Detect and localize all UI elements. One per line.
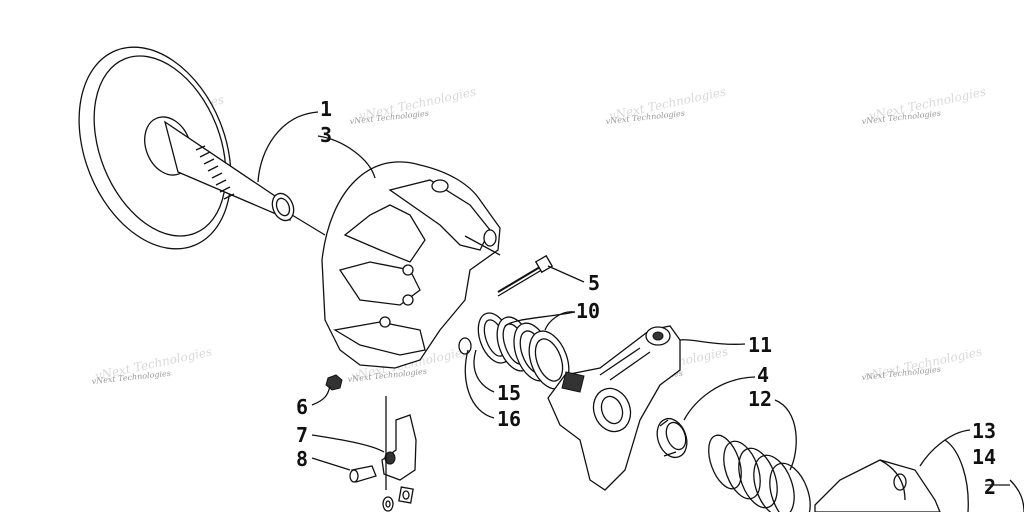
nut: [325, 374, 343, 391]
cover: [814, 439, 1024, 512]
part-labels: 1 3 5 10 11 4 12 15 16 6 7 8 13 14 2: [296, 97, 996, 499]
label-part-15: 15: [497, 381, 521, 405]
label-part-1: 1: [320, 97, 332, 121]
label-part-7: 7: [296, 423, 308, 447]
label-part-5: 5: [588, 271, 600, 295]
washers: [382, 486, 414, 512]
label-part-3: 3: [320, 123, 332, 147]
label-part-2: 2: [984, 475, 996, 499]
fixed-sheave-shaft: [78, 46, 326, 250]
label-part-16: 16: [497, 407, 521, 431]
movable-sheave: [321, 161, 501, 369]
bushing: [656, 417, 688, 459]
label-part-14: 14: [972, 445, 996, 469]
weight-arm: [349, 414, 417, 483]
label-part-8: 8: [296, 447, 308, 471]
bolt: [497, 254, 554, 297]
label-part-4: 4: [757, 363, 769, 387]
bushing-rings: [477, 312, 570, 390]
label-part-12: 12: [748, 387, 772, 411]
label-part-13: 13: [972, 419, 996, 443]
leader-lines: [257, 111, 1010, 490]
label-part-11: 11: [748, 333, 772, 357]
spring: [708, 434, 811, 512]
label-part-10: 10: [576, 299, 600, 323]
spider-cam: [547, 325, 681, 491]
label-part-6: 6: [296, 395, 308, 419]
